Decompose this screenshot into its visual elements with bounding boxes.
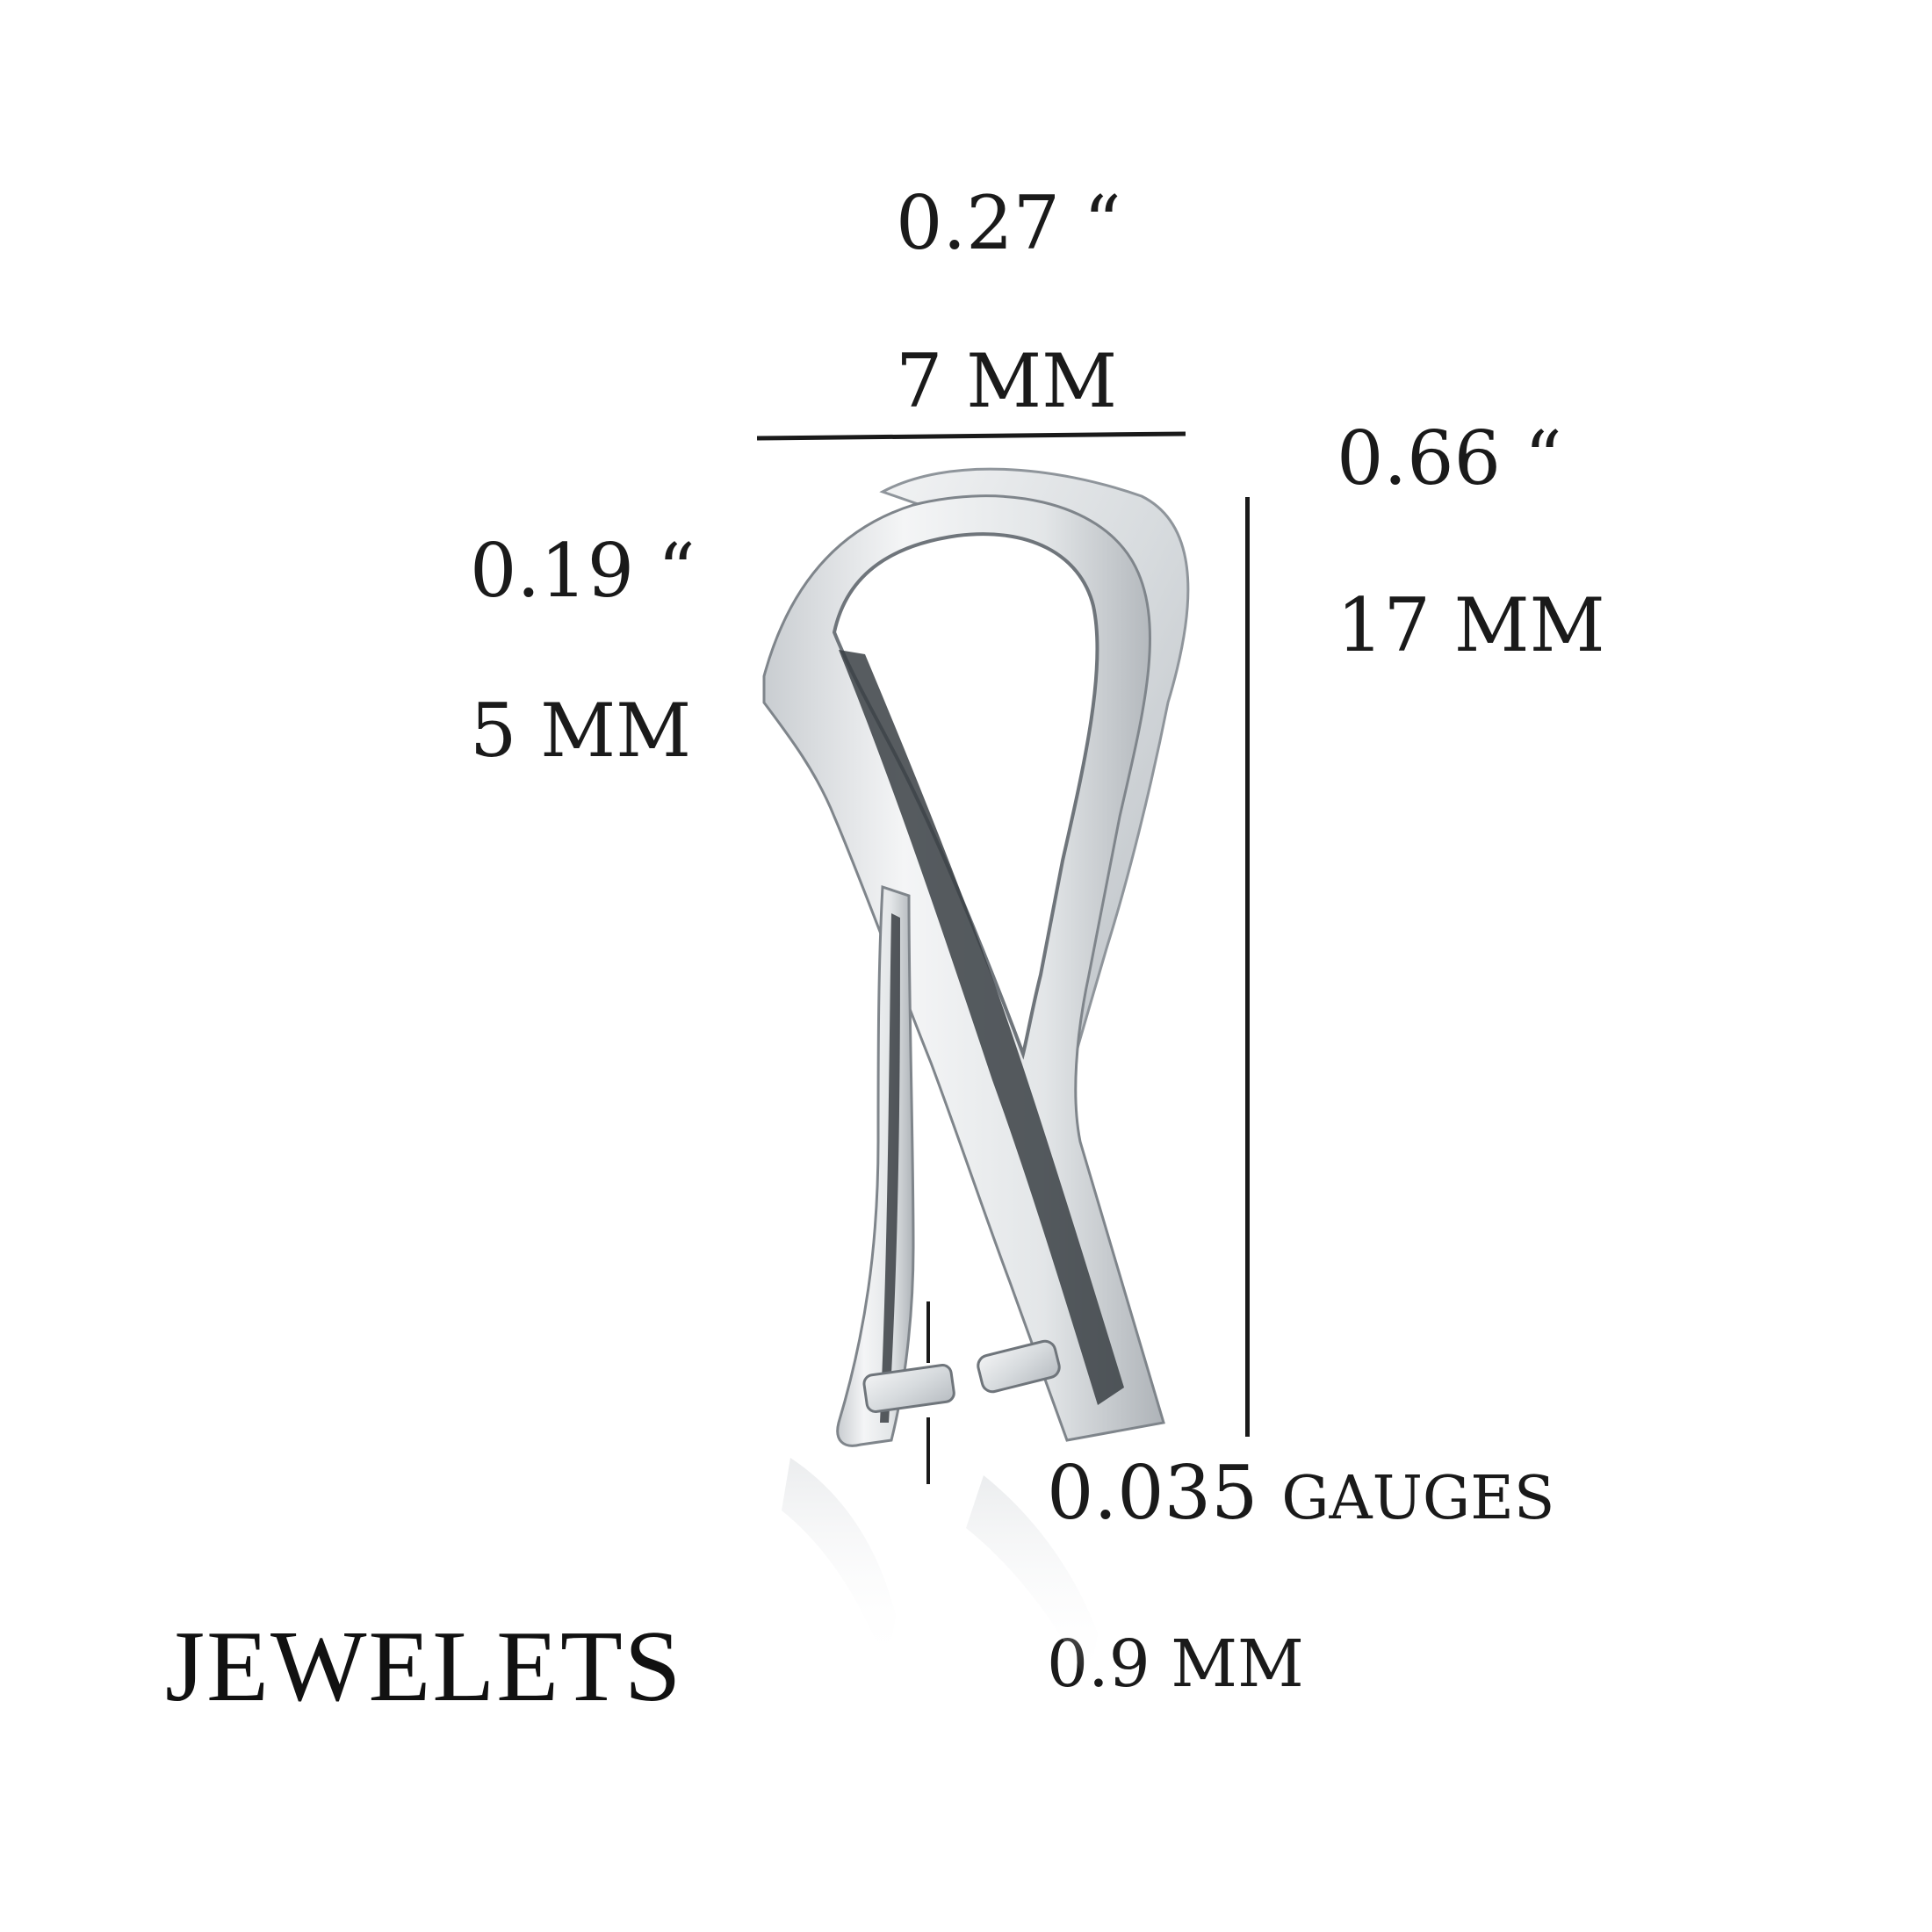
gauge-dimension-line-top [926, 1301, 930, 1363]
gauge-dimension-line-bottom [926, 1417, 930, 1484]
inner-width-inches-label: 0.19 “ [470, 528, 696, 614]
height-inches-label: 0.66 “ [1337, 415, 1562, 501]
gauge-value: 0.035 [1047, 1450, 1258, 1536]
height-mm-label: 17 MM [1337, 582, 1605, 668]
width-mm-label: 7 MM [896, 338, 1118, 424]
gauge-label: 0.035 GAUGES [1047, 1456, 1554, 1530]
brand-logo: JEWELETS [165, 1611, 683, 1723]
inner-width-mm-label: 5 MM [470, 688, 692, 774]
height-dimension-line [1245, 497, 1250, 1437]
width-inches-label: 0.27 “ [896, 180, 1121, 266]
gauge-unit: GAUGES [1281, 1464, 1555, 1533]
